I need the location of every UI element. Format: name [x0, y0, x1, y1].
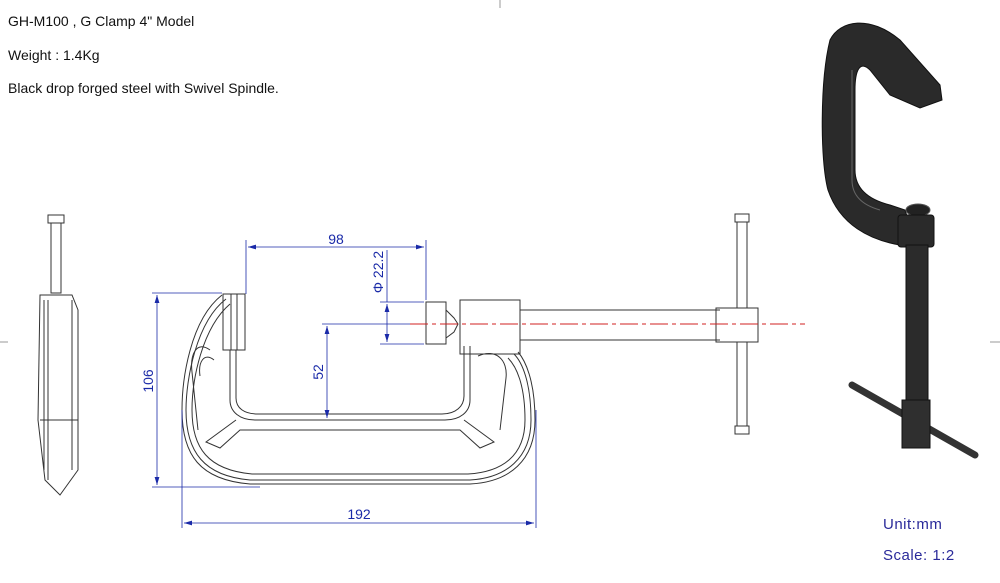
model-title: GH-M100 , G Clamp 4" Model: [8, 13, 195, 29]
isometric-view: [821, 22, 979, 459]
dim-jaw-opening: 98: [328, 231, 344, 247]
dimension-lines: [152, 240, 537, 528]
dim-spindle-diameter: Φ 22.2: [370, 251, 386, 294]
scale-label: Scale: 1:2: [883, 547, 955, 564]
dim-overall-length: 192: [347, 506, 371, 522]
description-label: Black drop forged steel with Swivel Spin…: [8, 80, 279, 96]
front-view: [181, 213, 759, 485]
weight-label: Weight : 1.4Kg: [8, 47, 100, 63]
side-view: [37, 214, 79, 496]
dim-height: 106: [140, 369, 156, 393]
dim-throat-depth: 52: [310, 364, 326, 380]
unit-label: Unit:mm: [883, 516, 943, 533]
